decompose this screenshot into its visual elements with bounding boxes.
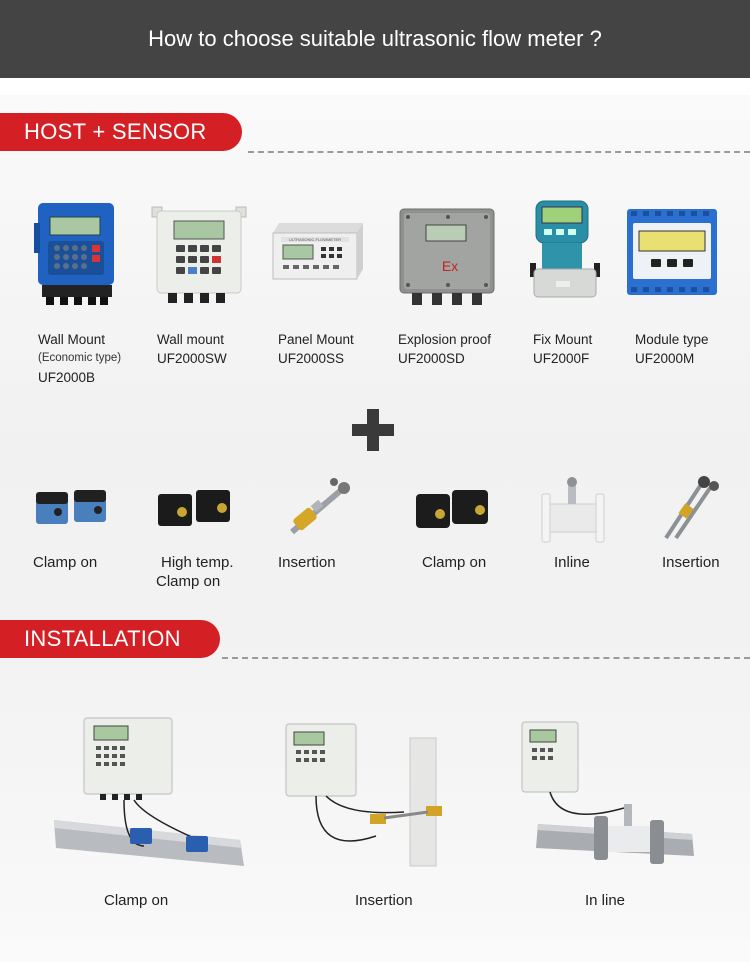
sensor-name: Inline: [554, 554, 590, 571]
host-model: UF2000B: [38, 370, 96, 385]
high-temp-clamp-on-sensor-image: [158, 490, 230, 526]
host-model: UF2000SS: [278, 351, 345, 366]
section-title-host-sensor: HOST + SENSOR: [24, 119, 207, 144]
plus-icon: [352, 409, 394, 451]
fix-mount-image: [530, 200, 600, 298]
installation-clamp-on-image: [54, 717, 244, 866]
page-title: How to choose suitable ultrasonic flow m…: [148, 26, 602, 51]
installation-label: Insertion: [355, 892, 413, 909]
sensor-name: Clamp on: [422, 554, 487, 571]
panel-plate-text: ULTRASONIC FLOWMETER: [289, 237, 341, 242]
clamp-on-sensor-2-image: [416, 490, 488, 528]
explosion-proof-image: Ex: [399, 208, 495, 305]
sensor-name: Insertion: [278, 554, 336, 571]
sensor-name-line2: Clamp on: [156, 573, 221, 590]
host-model: UF2000SW: [157, 351, 227, 366]
page-header: How to choose suitable ultrasonic flow m…: [0, 0, 750, 78]
inline-sensor-image: [541, 477, 605, 543]
installation-label: Clamp on: [104, 892, 169, 909]
host-model: UF2000F: [533, 351, 590, 366]
host-name-line1: Module type: [635, 332, 709, 347]
host-name-line1: Fix Mount: [533, 332, 593, 347]
section-tag-installation: INSTALLATION: [0, 620, 220, 658]
section-tag-host-sensor: HOST + SENSOR: [0, 113, 242, 151]
host-name-line1: Panel Mount: [278, 332, 354, 347]
host-name-line1: Wall mount: [157, 332, 225, 347]
sensor-name: Insertion: [662, 554, 720, 571]
host-model: UF2000SD: [398, 351, 465, 366]
insertion-sensor-image: [290, 478, 350, 535]
section-divider-host-sensor: [248, 151, 750, 153]
host-name-line2: (Economic type): [38, 352, 122, 364]
clamp-on-sensor-image: [36, 490, 106, 524]
sensor-name: Clamp on: [33, 554, 98, 571]
host-name-line1: Explosion proof: [398, 332, 492, 347]
wall-mount-economic-image: [34, 203, 114, 305]
section-title-installation: INSTALLATION: [24, 626, 181, 651]
panel-mount-image: ULTRASONIC FLOWMETER: [272, 223, 363, 280]
installation-label: In line: [585, 892, 626, 909]
module-type-image: [627, 209, 717, 295]
wall-mount-image: [151, 206, 247, 303]
host-name-line1: Wall Mount: [38, 332, 106, 347]
section-divider-installation: [222, 657, 750, 659]
insertion-sensor-2-image: [664, 476, 719, 540]
installation-insertion-image: [285, 723, 442, 867]
sensor-name-line1: High temp.: [161, 554, 234, 571]
ex-mark-text: Ex: [442, 258, 458, 274]
host-model: UF2000M: [635, 351, 695, 366]
installation-inline-image: [521, 721, 694, 864]
